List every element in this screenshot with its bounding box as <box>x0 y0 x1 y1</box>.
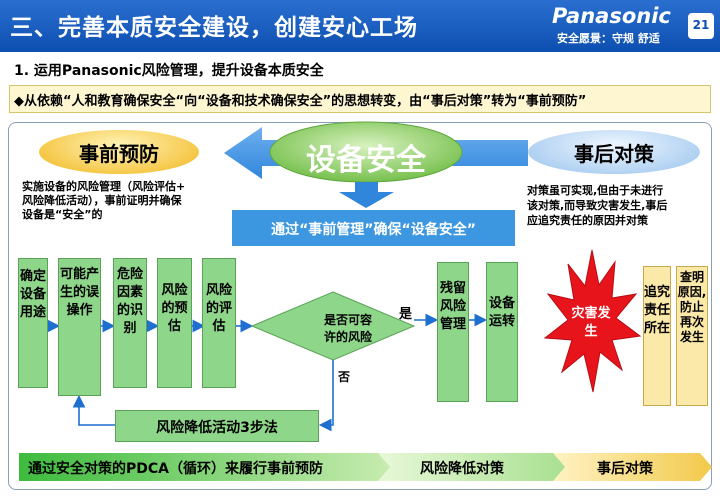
step-4-text: 风险的预估 <box>161 283 188 334</box>
brand-logo: Panasonic <box>552 4 671 28</box>
accident-text: 灾害发生 <box>571 306 611 339</box>
banner-text: ◆从依赖“人和教育确保安全“向“设备和技术确保安全”的思想转变，由“事后对策”转… <box>14 94 587 109</box>
prevention-description: 实施设备的风险管理（风险评估+ 风险降低活动），事前证明并确保 设备是“安全”的 <box>22 180 232 222</box>
step-2-box <box>58 258 101 396</box>
decision-text: 是否可容 许的风险 <box>296 312 400 346</box>
safety-slogan: 安全愿景：守规 舒适 <box>557 32 660 45</box>
pursue-text: 追究责任所在 <box>643 285 670 336</box>
prevention-line-1: 实施设备的风险管理（风险评估+ <box>22 180 186 193</box>
yes-label: 是 <box>399 307 413 322</box>
decision-line-1: 是否可容 <box>323 313 372 327</box>
bar-text-3: 事后对策 <box>597 461 653 477</box>
decision-line-2: 许的风险 <box>323 330 372 344</box>
operation-box <box>486 262 518 402</box>
step-3-text: 危险因素的识别 <box>116 267 143 336</box>
step-5-text: 风险的评估 <box>205 283 232 334</box>
prevention-line-3: 设备是“安全”的 <box>22 208 103 221</box>
subheading: 1. 运用Panasonic风险管理，提升设备本质安全 <box>14 63 324 79</box>
management-text: 通过“事前管理”确保“设备安全” <box>271 222 476 238</box>
management-box <box>232 210 515 246</box>
aftermath-line-3: 应追究责任的原因并对策 <box>527 214 648 227</box>
residual-text: 残留风险管理 <box>439 281 466 332</box>
bar-segment-3 <box>553 453 712 481</box>
bar-text-2: 风险降低对策 <box>420 461 504 477</box>
accident-burst <box>543 249 642 393</box>
equipment-safety-title: 设备安全 <box>306 143 426 178</box>
prevention-line-2: 风险降低活动），事前证明并确保 <box>22 194 182 207</box>
bar-text-1: 通过安全对策的PDCA（循环）来履行事前预防 <box>28 461 323 477</box>
investigate-box <box>676 266 708 406</box>
down-arrow <box>339 182 394 208</box>
no-label: 否 <box>338 370 351 384</box>
step-1-box <box>18 258 48 388</box>
banner-box <box>9 85 711 113</box>
aftermath-line-1: 对策虽可实现,但由于未进行 <box>527 184 664 197</box>
residual-box <box>437 262 469 402</box>
aftermath-title: 事后对策 <box>574 142 654 166</box>
reduction-box <box>115 410 319 442</box>
prevention-ellipse <box>39 130 199 174</box>
prevention-title: 事前预防 <box>79 142 159 166</box>
step-3-box <box>113 258 147 388</box>
bar-segment-2 <box>378 453 567 481</box>
step-4-box <box>157 258 192 388</box>
operation-text: 设备运转 <box>488 296 515 329</box>
reduction-text: 风险降低活动3步法 <box>156 420 278 436</box>
page-title: 三、完善本质安全建设，创建安心工场 <box>10 15 418 41</box>
page-number: 21 <box>688 13 714 39</box>
aftermath-description: 对策虽可实现,但由于未进行 该对策,而导致灾害发生,事后 应追究责任的原因并对策 <box>527 183 697 228</box>
step-2-text: 可能产生的误操作 <box>59 267 99 318</box>
bar-segment-1 <box>19 453 392 481</box>
decision-diamond <box>250 291 416 361</box>
aftermath-ellipse <box>528 130 700 174</box>
pursue-box <box>643 266 671 406</box>
step-1-text: 确定设备用途 <box>19 269 46 320</box>
investigate-text: 查明原因,防止再次发生 <box>677 270 707 344</box>
aftermath-line-2: 该对策,而导致灾害发生,事后 <box>527 199 668 212</box>
step-5-box <box>202 258 236 388</box>
header-bar <box>0 0 720 52</box>
